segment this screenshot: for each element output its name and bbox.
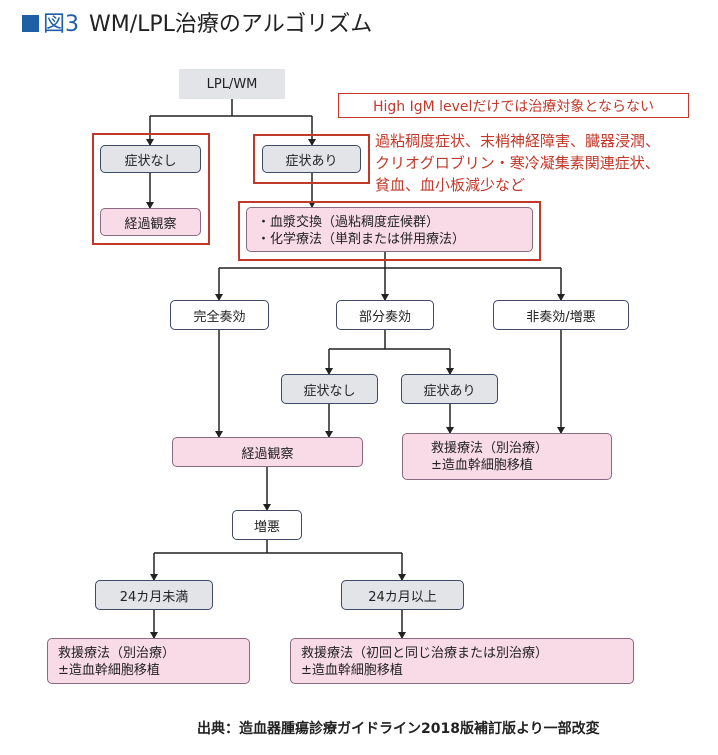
- treatment-line-2: ・化学療法（単剤または併用療法）: [257, 232, 466, 247]
- node-no-symptoms-1: 症状なし: [100, 145, 201, 173]
- node-symptoms-1-label: 症状あり: [285, 153, 338, 169]
- node-no-symptoms-2: 症状なし: [281, 374, 378, 404]
- salvage-3-line-1: 救援療法（初回と同じ治療または別治療）: [301, 646, 549, 661]
- salvage-1-line-1: 救援療法（別治療）: [431, 441, 549, 456]
- title-text: WM/LPL治療のアルゴリズム: [89, 12, 373, 37]
- node-symptoms-2: 症状あり: [401, 374, 498, 404]
- node-non-response: 非奏効/増悪: [493, 300, 629, 330]
- treatment-line-1: ・血漿交換（過粘稠度症候群）: [257, 215, 440, 230]
- node-progression: 増悪: [232, 510, 302, 540]
- node-observation-2: 経過観察: [172, 437, 363, 467]
- figure-number: 図3: [43, 12, 79, 37]
- node-under-24-months: 24カ月未満: [95, 580, 213, 610]
- node-treatment: ・血漿交換（過粘稠度症候群） ・化学療法（単剤または併用療法）: [246, 207, 533, 252]
- node-symptoms-1: 症状あり: [262, 145, 361, 173]
- node-root: LPL/WM: [179, 69, 285, 99]
- igm-warning-note: High IgM levelだけでは治療対象とならない: [338, 93, 689, 118]
- source-citation: 出典：造血器腫瘍診療ガイドライン2018版補訂版より一部改変: [197, 721, 600, 737]
- indication-line-2: クリオグロブリン・寒冷凝集素関連症状、: [375, 154, 660, 172]
- salvage-2-line-2: ±造血幹細胞移植: [58, 663, 160, 678]
- title-square-icon: [22, 15, 39, 32]
- figure-title: 図3 WM/LPL治療のアルゴリズム: [22, 6, 372, 38]
- node-salvage-2: 救援療法（別治療） ±造血幹細胞移植: [47, 638, 250, 684]
- node-salvage-1: 救援療法（別治療） ±造血幹細胞移植: [402, 433, 612, 480]
- node-observation-1: 経過観察: [100, 208, 201, 236]
- node-complete-response: 完全奏効: [170, 300, 269, 330]
- indication-note: 過粘稠度症状、末梢神経障害、臓器浸潤、 クリオグロブリン・寒冷凝集素関連症状、 …: [375, 130, 660, 196]
- salvage-3-line-2: ±造血幹細胞移植: [301, 663, 403, 678]
- node-partial-response: 部分奏効: [336, 300, 434, 330]
- indication-line-1: 過粘稠度症状、末梢神経障害、臓器浸潤、: [375, 132, 661, 150]
- frame-symptoms-node: [253, 134, 370, 184]
- node-salvage-3: 救援療法（初回と同じ治療または別治療） ±造血幹細胞移植: [290, 638, 634, 684]
- salvage-1-line-2: ±造血幹細胞移植: [431, 458, 533, 473]
- frame-no-symptoms-branch: [92, 133, 210, 245]
- salvage-2-line-1: 救援療法（別治療）: [58, 646, 176, 661]
- indication-line-3: 貧血、血小板減少など: [375, 176, 526, 194]
- node-over-24-months: 24カ月以上: [341, 580, 464, 610]
- frame-treatment-node: [238, 201, 541, 261]
